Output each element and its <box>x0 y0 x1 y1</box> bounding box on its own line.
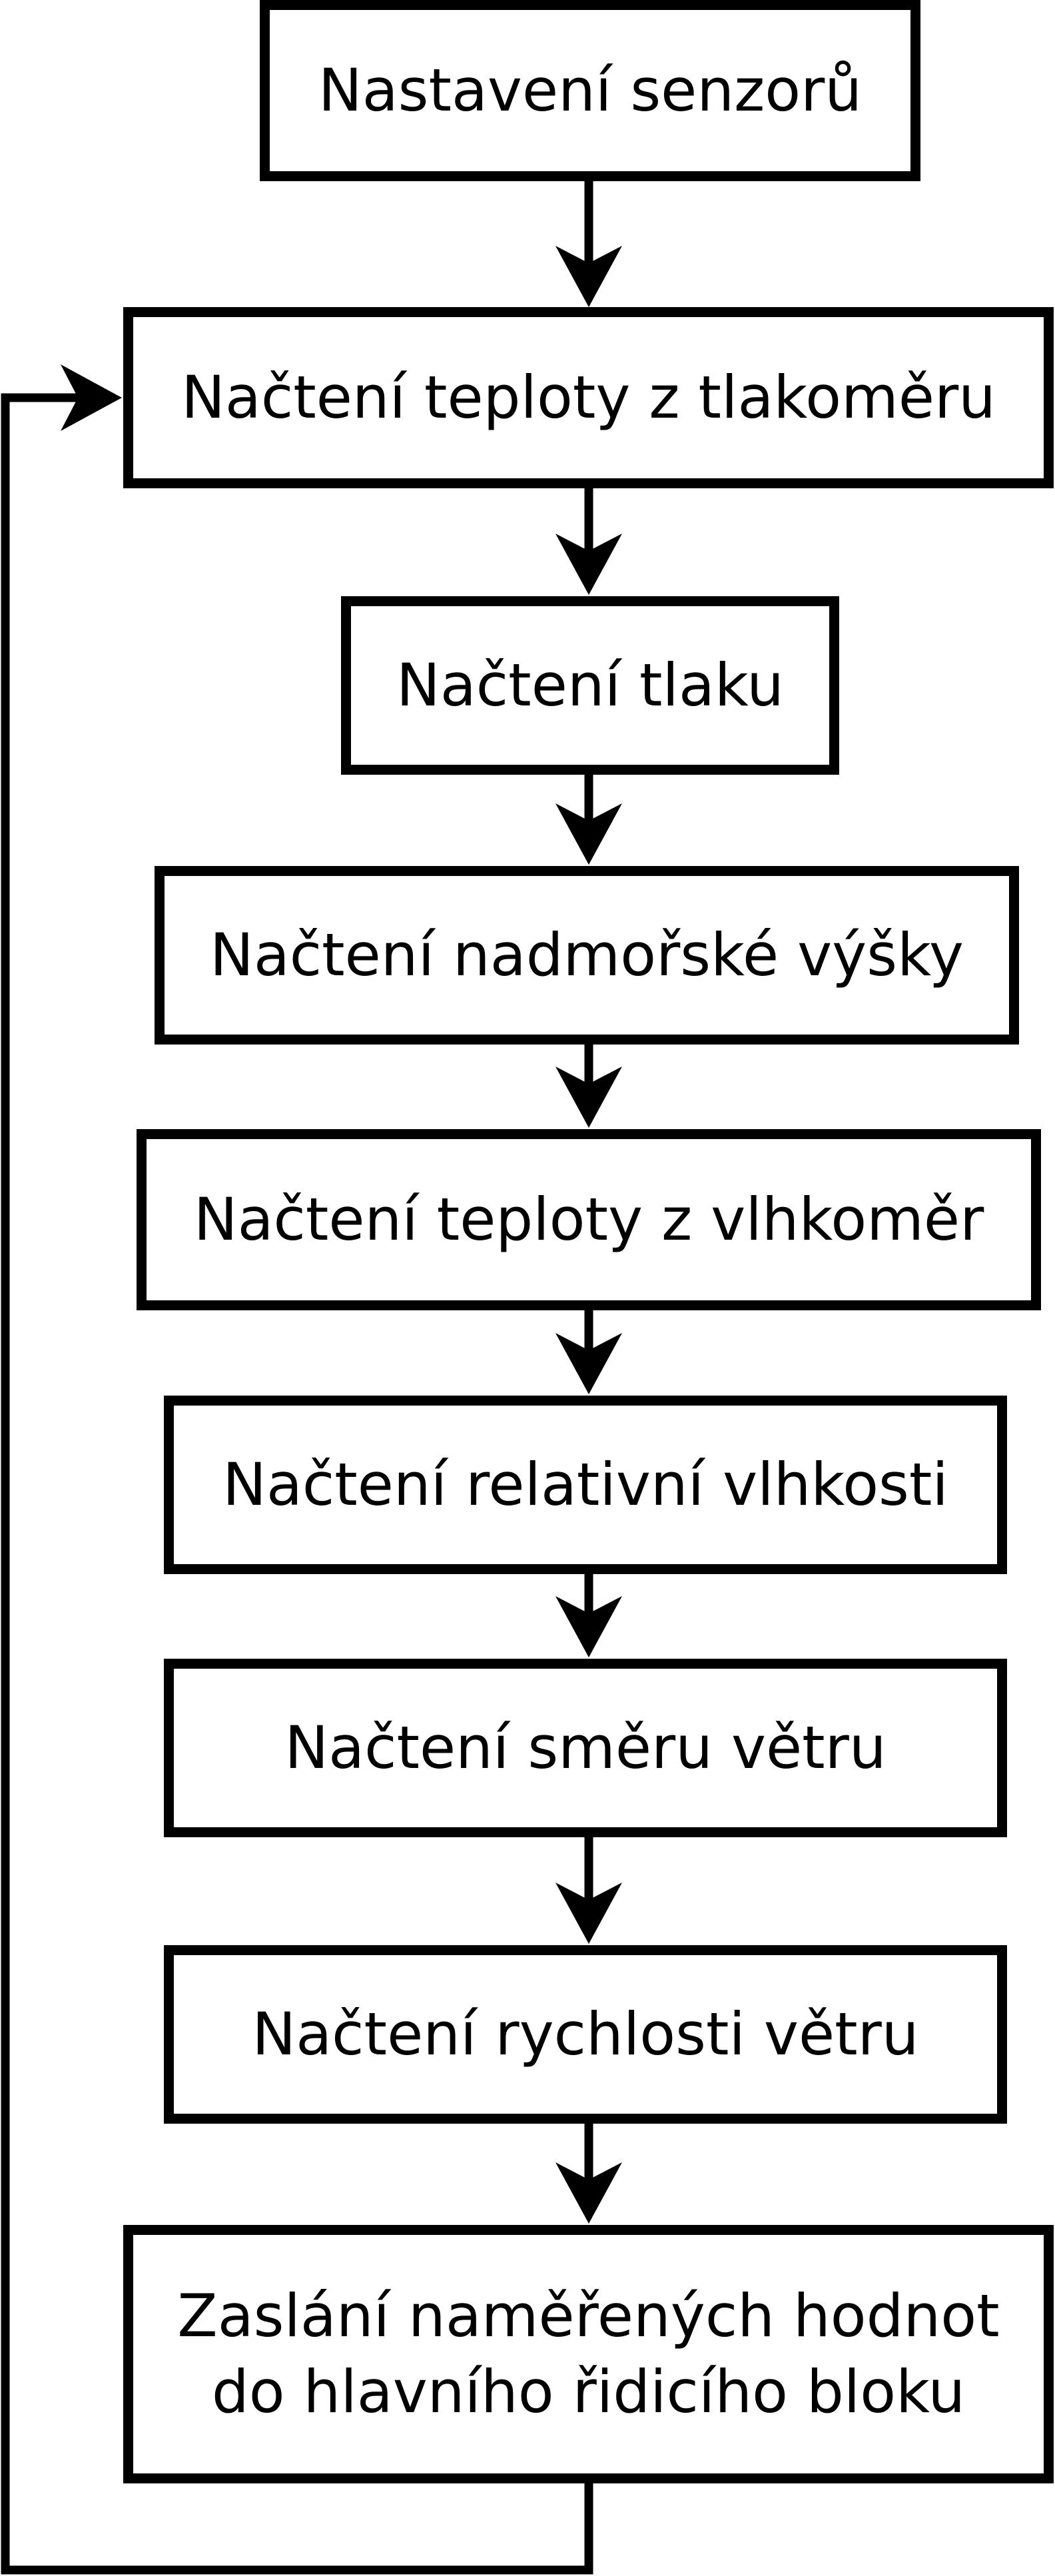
arrow-down-icon <box>555 1333 622 1394</box>
arrow-step-1-2 <box>555 175 622 307</box>
node-label: Načtení tlaku <box>396 650 784 719</box>
node-label: Nastavení senzorů <box>318 55 863 125</box>
node-nastaveni-senzoru: Nastavení senzorů <box>260 0 920 181</box>
loopback-line <box>1 393 593 2575</box>
node-label: Načtení nadmořské výšky <box>210 920 964 989</box>
arrow-down-icon <box>555 803 622 865</box>
node-label: Načtení relativní vlhkosti <box>222 1450 948 1519</box>
node-nacteni-teploty-z-tlakomeru: Načtení teploty z tlakoměru <box>123 307 1054 488</box>
node-nacteni-smeru-vetru: Načtení směru větru <box>164 1659 1007 1837</box>
arrow-step-5-6 <box>555 1304 622 1394</box>
node-nacteni-teploty-z-vlhkomeru: Načtení teploty z vlhkoměr <box>137 1129 1041 1310</box>
node-nacteni-rychlosti-vetru: Načtení rychlosti větru <box>164 1945 1007 2124</box>
arrow-right-icon <box>61 364 122 431</box>
node-label: Zaslání naměřených hodnot do hlavního ři… <box>177 2281 1000 2426</box>
arrow-down-icon <box>555 246 622 307</box>
arrow-down-icon <box>555 534 622 595</box>
arrow-step-8-9 <box>555 2117 622 2224</box>
arrow-step-6-7 <box>555 1567 622 1657</box>
arrow-step-7-8 <box>555 1831 622 1944</box>
arrow-down-icon <box>555 1883 622 1944</box>
arrow-step-3-4 <box>555 768 622 865</box>
arrow-down-icon <box>555 2162 622 2224</box>
node-label: Načtení směru větru <box>284 1713 886 1782</box>
arrow-step-4-5 <box>555 1038 622 1128</box>
arrow-down-icon <box>555 1067 622 1128</box>
node-zaslani-namerenych-hodnot: Zaslání naměřených hodnot do hlavního ři… <box>123 2225 1054 2483</box>
node-label: Načtení teploty z vlhkoměr <box>193 1184 984 1254</box>
loopback-arrow <box>1 364 593 2575</box>
node-nacteni-nadmorske-vysky: Načtení nadmořské výšky <box>155 866 1019 1045</box>
node-label: Načtení rychlosti větru <box>252 1999 919 2068</box>
node-label: Načtení teploty z tlakoměru <box>181 362 996 432</box>
node-nacteni-tlaku: Načtení tlaku <box>341 596 839 775</box>
node-nacteni-relativni-vlhkosti: Načtení relativní vlhkosti <box>164 1396 1007 1574</box>
arrow-down-icon <box>555 1596 622 1657</box>
arrow-step-2-3 <box>555 482 622 595</box>
